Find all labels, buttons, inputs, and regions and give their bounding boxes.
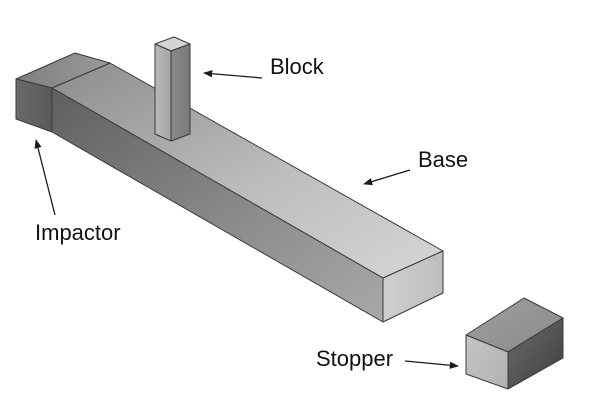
block-front-face xyxy=(154,43,172,142)
impactor-box xyxy=(15,52,111,133)
stopper-label: Stopper xyxy=(316,346,393,371)
impactor-label: Impactor xyxy=(35,220,121,245)
base-end-face xyxy=(382,250,444,323)
block-arrow xyxy=(203,70,263,79)
pointer-arrows xyxy=(34,70,459,369)
block-post xyxy=(154,36,191,142)
stopper-side-face xyxy=(507,317,564,390)
block-side-face xyxy=(170,43,191,142)
impactor-arrow xyxy=(34,139,56,216)
impactor-front-face xyxy=(15,78,53,133)
block-label: Block xyxy=(270,54,325,79)
base-arrow xyxy=(363,169,411,186)
base-top-face xyxy=(51,62,444,279)
stopper-arrow xyxy=(404,360,459,369)
base-label: Base xyxy=(418,147,468,172)
stopper-box xyxy=(465,297,564,390)
base-bar xyxy=(51,62,444,323)
